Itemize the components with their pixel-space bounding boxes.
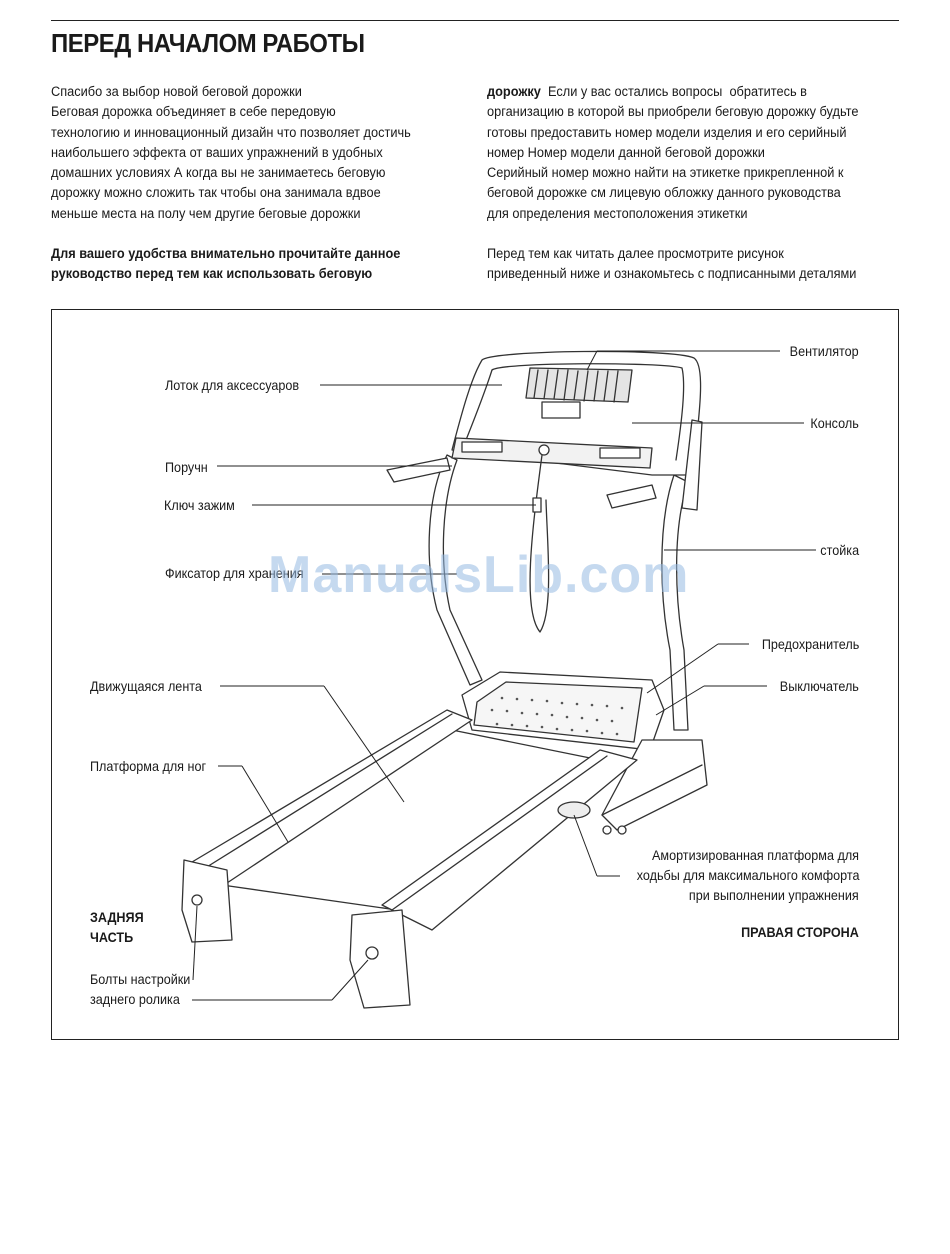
label-foot-rail: Платформа для ног bbox=[90, 758, 207, 774]
console-display bbox=[541, 401, 581, 419]
left-bold-line-2: руководство перед тем как использовать б… bbox=[51, 266, 373, 283]
right-line-4: номер Номер модели данной беговой дорожк… bbox=[487, 144, 765, 161]
label-power-switch: Выключатель bbox=[779, 678, 859, 694]
leader-bolts bbox=[192, 905, 198, 981]
left-handrail bbox=[386, 457, 451, 483]
left-line-7: меньше места на полу чем другие беговые … bbox=[51, 205, 361, 222]
treadmill-diagram: Вентилятор Лоток для аксессуаров Консоль… bbox=[51, 309, 899, 1040]
label-roller-bolts-1: Болты настройки bbox=[90, 971, 191, 987]
right-line-8: Перед тем как читать далее просмотрите р… bbox=[487, 246, 784, 263]
cushion bbox=[557, 801, 591, 819]
label-rear-1: ЗАДНЯЯ bbox=[90, 909, 144, 925]
watermark: ManualsLib.com bbox=[268, 546, 690, 604]
right-line-6: беговой дорожке см лицевую обложку данно… bbox=[487, 185, 841, 202]
right-line-5: Серийный номер можно найти на этикетке п… bbox=[487, 165, 844, 182]
left-line-4: наибольшего эффекта от ваших упражнений … bbox=[51, 144, 383, 161]
left-bold-line-1: Для вашего удобства внимательно прочитай… bbox=[51, 246, 401, 263]
label-cushion-2: ходьбы для максимального комфорта bbox=[636, 867, 859, 883]
hood-vent bbox=[473, 681, 643, 743]
label-handrail: Поручн bbox=[165, 459, 208, 475]
right-line-1: дорожку Если у вас остались вопросы обра… bbox=[487, 82, 901, 102]
safety-key bbox=[538, 444, 550, 456]
label-roller-bolts-2: заднего ролика bbox=[90, 991, 180, 1007]
hood-vent-holes bbox=[490, 696, 624, 736]
label-right-side: ПРАВАЯ СТОРОНА bbox=[741, 924, 859, 940]
label-circuit-breaker: Предохранитель bbox=[761, 636, 859, 652]
right-line-3: готовы предоставить номер модели изделия… bbox=[487, 124, 847, 141]
right-upright bbox=[661, 474, 689, 731]
label-rear-2: ЧАСТЬ bbox=[90, 929, 134, 945]
label-fan: Вентилятор bbox=[789, 343, 859, 359]
label-storage-lock: Фиксатор для хранения bbox=[165, 565, 304, 581]
right-line-9: приведенный ниже и ознакомьтесь с подпис… bbox=[487, 266, 857, 283]
label-accessory-tray: Лоток для аксессуаров bbox=[165, 377, 300, 393]
left-rear-cap bbox=[181, 859, 233, 943]
left-line-3: технологию и инновационный дизайн что по… bbox=[51, 124, 411, 141]
right-line-1-bold: дорожку bbox=[487, 84, 541, 100]
label-cushion-1: Амортизированная платформа для bbox=[651, 847, 859, 863]
label-console: Консоль bbox=[810, 415, 859, 431]
right-handrail bbox=[606, 484, 657, 509]
label-key-clip: Ключ зажим bbox=[164, 497, 235, 513]
left-line-2: Беговая дорожка объединяет в себе передо… bbox=[51, 104, 336, 121]
intro-left-column: Спасибо за выбор новой беговой дорожки Б… bbox=[51, 82, 452, 285]
intro-right-column: дорожку Если у вас остались вопросы обра… bbox=[487, 82, 901, 285]
right-roller-bolt bbox=[365, 946, 379, 960]
left-roller-bolt bbox=[191, 894, 203, 906]
right-line-7: для определения местоположения этикетки bbox=[487, 205, 748, 222]
key-cord bbox=[529, 454, 550, 633]
right-line-1-rest: Если у вас остались вопросы обратитесь в bbox=[540, 84, 807, 100]
left-line-6: дорожку можно сложить так чтобы она зани… bbox=[51, 185, 381, 202]
treadmill-illustration bbox=[181, 350, 816, 1009]
top-rule bbox=[51, 20, 899, 21]
right-foot-rail bbox=[381, 749, 638, 931]
label-walking-belt: Движущаяся лента bbox=[90, 678, 202, 694]
label-cushion-3: при выполнении упражнения bbox=[689, 887, 859, 903]
page-title: ПЕРЕД НАЧАЛОМ РАБОТЫ bbox=[51, 28, 365, 58]
label-upright: стойка bbox=[820, 542, 859, 558]
left-line-1: Спасибо за выбор новой беговой дорожки bbox=[51, 84, 302, 100]
left-upright bbox=[428, 454, 483, 686]
right-line-2: организацию в которой вы приобрели бегов… bbox=[487, 104, 859, 121]
left-line-5: домашних условиях А когда вы не занимает… bbox=[51, 165, 386, 182]
right-base bbox=[601, 739, 708, 831]
right-rear-cap bbox=[349, 909, 411, 1009]
